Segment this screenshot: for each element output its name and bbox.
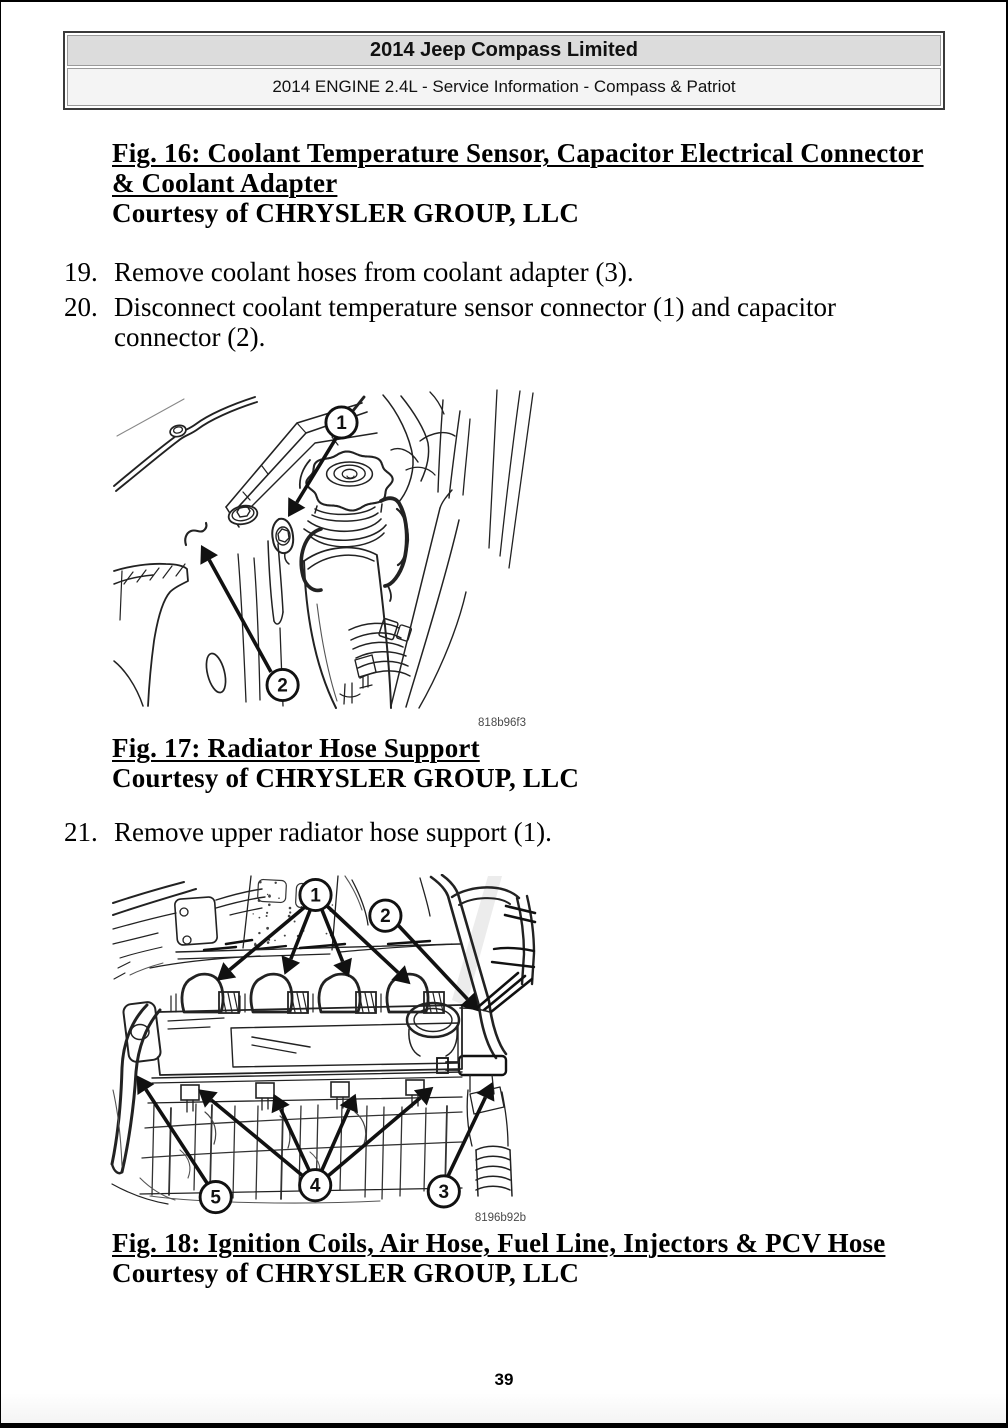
- svg-text:8196b92b: 8196b92b: [475, 1212, 526, 1224]
- svg-text:1: 1: [310, 886, 321, 907]
- svg-text:5: 5: [210, 1188, 221, 1209]
- svg-text:2: 2: [277, 676, 288, 697]
- svg-text:3: 3: [439, 1182, 450, 1203]
- svg-text:1: 1: [336, 413, 347, 434]
- svg-text:2: 2: [380, 906, 391, 927]
- svg-text:818b96f3: 818b96f3: [478, 717, 526, 729]
- svg-text:4: 4: [310, 1176, 321, 1197]
